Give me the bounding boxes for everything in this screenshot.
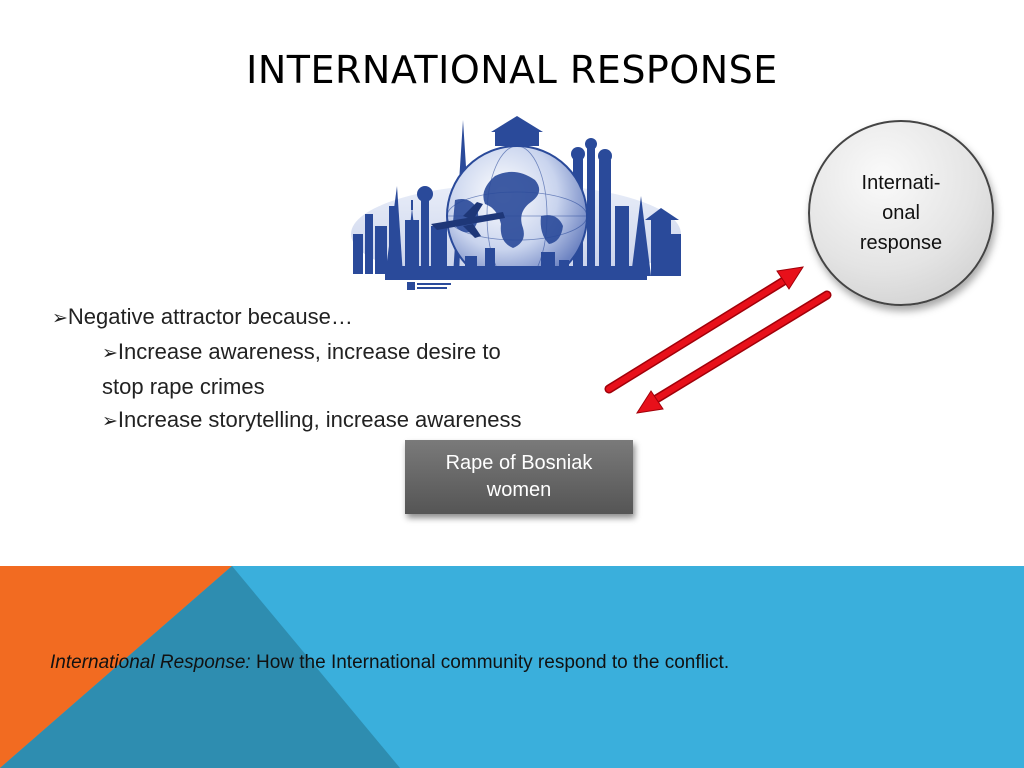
- footer-band: [0, 566, 1024, 768]
- footer-term: International Response:: [50, 652, 251, 673]
- slide-title: INTERNATIONAL RESPONSE: [246, 48, 778, 92]
- bullet-sub-2: ➢Increase storytelling, increase awarene…: [52, 403, 632, 438]
- arrow-bullet-icon: ➢: [102, 410, 118, 432]
- international-response-circle: Internati- onal response: [808, 120, 994, 306]
- bullet-main-text: Negative attractor because…: [67, 304, 353, 329]
- arrow-down-left-icon: [635, 290, 832, 414]
- footer-shapes: [0, 566, 1024, 768]
- footer-definition-text: How the International community respond …: [255, 652, 730, 673]
- footer-definition: International Response: How the Internat…: [50, 652, 729, 674]
- bullet-sub-1-text: Increase awareness, increase desire to: [117, 339, 501, 364]
- box-label: Rape of Bosniak women: [419, 450, 619, 504]
- circle-label-line-3: response: [859, 232, 943, 254]
- bidirectional-red-arrows-icon: [604, 266, 832, 414]
- arrow-bullet-icon: ➢: [52, 307, 68, 329]
- arrow-bullet-icon: ➢: [102, 342, 118, 364]
- circle-label-line-2: onal: [882, 202, 920, 224]
- circle-label: Internati- onal response: [836, 168, 966, 258]
- bullet-sub-1-continued: stop rape crimes: [102, 374, 265, 399]
- arrow-up-right-icon: [604, 266, 805, 394]
- bosniak-women-box: Rape of Bosniak women: [405, 440, 633, 514]
- bullet-list: ➢Negative attractor because… ➢Increase a…: [52, 300, 632, 438]
- bullet-main: ➢Negative attractor because…: [52, 300, 632, 335]
- bullet-sub-2-text: Increase storytelling, increase awarenes…: [117, 407, 522, 432]
- bullet-sub-1: ➢Increase awareness, increase desire to: [52, 335, 632, 370]
- circle-label-line-1: Internati-: [861, 172, 941, 194]
- world-landmarks-globe-icon: [351, 116, 681, 290]
- box-label-line-2: women: [486, 479, 552, 501]
- box-label-line-1: Rape of Bosniak: [445, 452, 593, 474]
